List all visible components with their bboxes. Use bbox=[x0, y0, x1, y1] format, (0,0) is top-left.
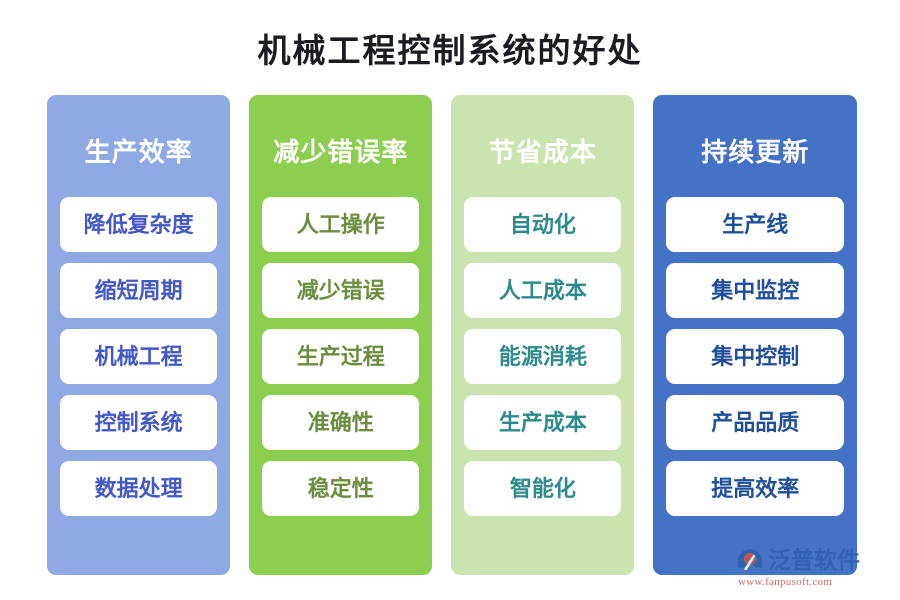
column-header: 生产效率 bbox=[84, 138, 193, 167]
card-item[interactable]: 缩短周期 bbox=[60, 263, 218, 318]
card-item[interactable]: 集中控制 bbox=[666, 329, 844, 384]
column-production-efficiency: 生产效率 降低复杂度 缩短周期 机械工程 控制系统 数据处理 bbox=[47, 95, 231, 575]
card-list: 自动化 人工成本 能源消耗 生产成本 智能化 bbox=[464, 197, 622, 516]
card-item[interactable]: 提高效率 bbox=[666, 461, 844, 516]
card-item[interactable]: 产品品质 bbox=[666, 395, 844, 450]
card-item[interactable]: 生产过程 bbox=[262, 329, 420, 384]
columns-container: 生产效率 降低复杂度 缩短周期 机械工程 控制系统 数据处理 减少错误率 人工操… bbox=[47, 95, 857, 575]
card-list: 生产线 集中监控 集中控制 产品品质 提高效率 bbox=[666, 197, 844, 516]
column-continuous-update: 持续更新 生产线 集中监控 集中控制 产品品质 提高效率 bbox=[653, 95, 857, 575]
column-reduce-error-rate: 减少错误率 人工操作 减少错误 生产过程 准确性 稳定性 bbox=[249, 95, 433, 575]
column-header: 减少错误率 bbox=[273, 138, 409, 167]
card-item[interactable]: 人工操作 bbox=[262, 197, 420, 252]
column-header: 持续更新 bbox=[701, 138, 810, 167]
card-item[interactable]: 自动化 bbox=[464, 197, 622, 252]
card-item[interactable]: 人工成本 bbox=[464, 263, 622, 318]
card-list: 人工操作 减少错误 生产过程 准确性 稳定性 bbox=[262, 197, 420, 516]
card-list: 降低复杂度 缩短周期 机械工程 控制系统 数据处理 bbox=[60, 197, 218, 516]
page-title: 机械工程控制系统的好处 bbox=[257, 34, 643, 70]
card-item[interactable]: 数据处理 bbox=[60, 461, 218, 516]
card-item[interactable]: 准确性 bbox=[262, 395, 420, 450]
card-item[interactable]: 生产成本 bbox=[464, 395, 622, 450]
watermark-url: www.fanpusoft.com bbox=[738, 576, 833, 588]
card-item[interactable]: 智能化 bbox=[464, 461, 622, 516]
card-item[interactable]: 控制系统 bbox=[60, 395, 218, 450]
card-item[interactable]: 集中监控 bbox=[666, 263, 844, 318]
card-item[interactable]: 减少错误 bbox=[262, 263, 420, 318]
column-header: 节省成本 bbox=[488, 138, 597, 167]
card-item[interactable]: 稳定性 bbox=[262, 461, 420, 516]
column-save-cost: 节省成本 自动化 人工成本 能源消耗 生产成本 智能化 bbox=[451, 95, 635, 575]
card-item[interactable]: 生产线 bbox=[666, 197, 844, 252]
card-item[interactable]: 能源消耗 bbox=[464, 329, 622, 384]
card-item[interactable]: 机械工程 bbox=[60, 329, 218, 384]
card-item[interactable]: 降低复杂度 bbox=[60, 197, 218, 252]
